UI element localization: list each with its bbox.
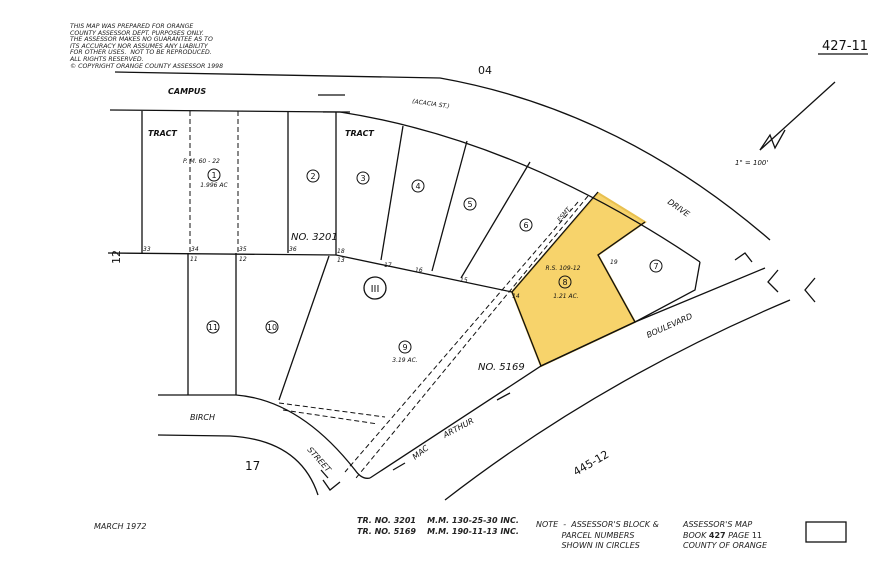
map-date: MARCH 1972 — [94, 522, 147, 531]
svg-text:MAC: MAC — [411, 443, 431, 461]
parcel-11[interactable]: 11 — [206, 320, 220, 334]
parcel-9[interactable]: 9 3.19 AC. — [392, 340, 418, 364]
svg-text:8: 8 — [562, 278, 567, 287]
svg-text:DRIVE: DRIVE — [666, 197, 692, 219]
parcel-5[interactable]: 5 — [463, 197, 477, 211]
parcel-7[interactable]: 7 — [649, 259, 663, 273]
svg-text:18: 18 — [337, 248, 345, 255]
parcel-8-highlight[interactable] — [510, 191, 647, 368]
parcel-6[interactable]: 6 — [519, 218, 533, 232]
parcel-1[interactable]: 1 1.996 AC — [200, 168, 228, 189]
svg-text:12: 12 — [110, 250, 123, 264]
svg-text:BOULEVARD: BOULEVARD — [645, 312, 694, 340]
parcel-4[interactable]: 4 — [411, 179, 425, 193]
svg-text:(ACACIA ST.): (ACACIA ST.) — [412, 98, 450, 110]
parcel-8[interactable]: R.S. 109-12 8 1.21 AC. — [546, 265, 581, 300]
svg-text:2: 2 — [310, 172, 315, 181]
svg-text:1: 1 — [211, 171, 216, 180]
block-label: III — [371, 284, 380, 295]
svg-text:17: 17 — [384, 262, 392, 269]
svg-text:19: 19 — [610, 259, 618, 266]
svg-text:NO. 3201: NO. 3201 — [291, 232, 338, 243]
assessor-reference: ASSESSOR'S MAP BOOK 427 PAGE 11 COUNTY O… — [683, 520, 768, 550]
svg-text:NO. 5169: NO. 5169 — [478, 362, 525, 373]
svg-text:15: 15 — [460, 277, 468, 284]
svg-text:ESMT.: ESMT. — [556, 205, 573, 223]
svg-text:P. M. 60 - 22: P. M. 60 - 22 — [183, 158, 220, 165]
svg-text:3.19 AC.: 3.19 AC. — [392, 357, 418, 364]
svg-text:16: 16 — [415, 267, 423, 274]
svg-text:BIRCH: BIRCH — [190, 413, 215, 422]
svg-text:445-12: 445-12 — [571, 448, 611, 479]
svg-text:5: 5 — [467, 200, 472, 209]
svg-text:9: 9 — [402, 343, 407, 352]
svg-text:11: 11 — [190, 256, 198, 263]
note: NOTE - ASSESSOR'S BLOCK & PARCEL NUMBERS… — [536, 520, 659, 550]
svg-text:11: 11 — [208, 323, 218, 332]
svg-text:13: 13 — [337, 257, 345, 264]
svg-text:12: 12 — [239, 256, 247, 263]
campus-south-edge — [109, 109, 701, 263]
disclaimer: THIS MAP WAS PREPARED FOR ORANGE COUNTY … — [70, 23, 224, 70]
svg-text:36: 36 — [289, 246, 297, 253]
svg-text:6: 6 — [523, 221, 528, 230]
parcel-2[interactable]: 2 — [306, 169, 320, 183]
svg-text:STREET: STREET — [306, 445, 334, 475]
campus-north-edge — [114, 71, 771, 241]
north-arrow-icon — [759, 81, 836, 151]
svg-text:17: 17 — [245, 459, 260, 473]
scale-label: 1" = 100' — [735, 159, 768, 167]
parcel-3[interactable]: 3 — [356, 171, 370, 185]
svg-text:34: 34 — [191, 246, 199, 253]
svg-text:R.S. 109-12: R.S. 109-12 — [546, 265, 581, 272]
svg-text:4: 4 — [415, 182, 420, 191]
svg-text:TRACT: TRACT — [148, 129, 177, 138]
svg-text:1.21 AC.: 1.21 AC. — [553, 293, 579, 300]
tract-references: TR. NO. 3201 M.M. 130-25-30 INC. TR. NO.… — [357, 516, 519, 536]
svg-text:CAMPUS: CAMPUS — [168, 87, 206, 96]
svg-text:3: 3 — [360, 174, 365, 183]
svg-text:33: 33 — [143, 246, 151, 253]
parcel-10[interactable]: 10 — [265, 320, 279, 334]
svg-text:04: 04 — [478, 64, 492, 77]
svg-text:1.996 AC: 1.996 AC — [200, 182, 228, 189]
map-number: 427-11 — [822, 39, 868, 54]
legend-box — [805, 521, 847, 543]
svg-text:10: 10 — [267, 323, 277, 332]
svg-text:7: 7 — [653, 262, 658, 271]
svg-text:TRACT: TRACT — [345, 129, 374, 138]
svg-text:14: 14 — [512, 293, 520, 300]
svg-text:35: 35 — [239, 246, 247, 253]
